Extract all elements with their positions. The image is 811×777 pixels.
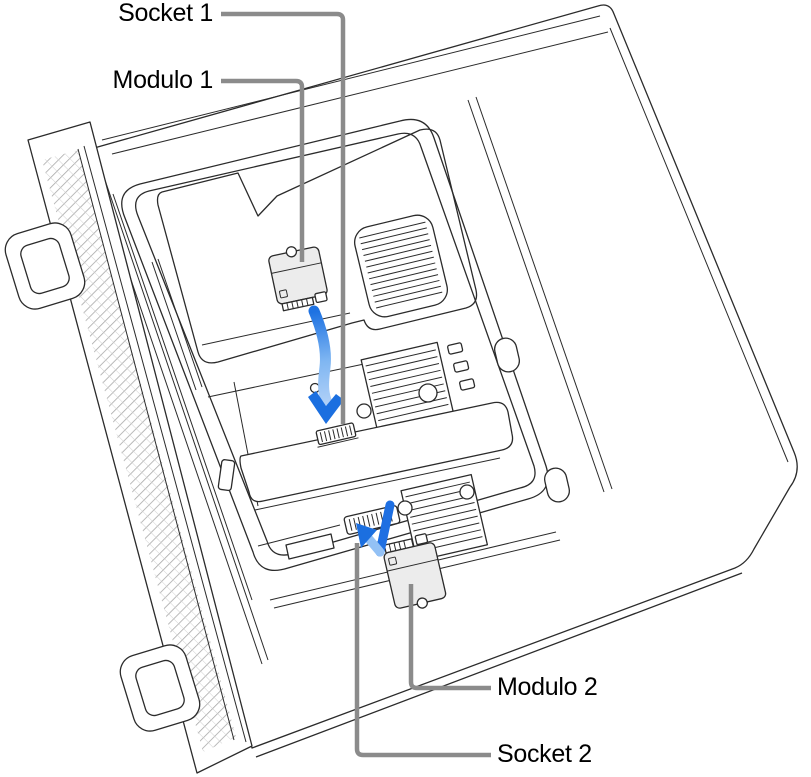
module-1: [268, 246, 328, 312]
socket-1: [315, 422, 359, 448]
screw-circle: [309, 382, 321, 394]
socket-1-label: Socket 1: [118, 0, 213, 27]
callout-line-socket-2: [354, 543, 491, 758]
connector-pad: [459, 378, 476, 391]
arrowhead-up-left: [356, 523, 377, 548]
handle-top: [4, 222, 86, 310]
connector-pad: [453, 360, 470, 373]
standoff-circle: [356, 403, 372, 419]
standoff-circle: [397, 500, 413, 516]
interior: [97, 128, 570, 665]
callout-line-socket-1: [221, 11, 346, 424]
arrowhead-down: [308, 391, 344, 424]
module-2-label: Modulo 2: [497, 673, 598, 701]
standoff-circle: [459, 484, 475, 500]
support-bar: [239, 401, 514, 511]
insert-arrow-1: [308, 305, 344, 424]
oval-cutout: [494, 337, 520, 373]
callout-line-module-2: [408, 584, 491, 691]
callout-line-module-1: [221, 78, 305, 262]
socket-2-label: Socket 2: [497, 740, 592, 768]
oval-cutout: [544, 467, 570, 503]
handle-bottom: [119, 644, 201, 732]
module-1-label: Modulo 1: [112, 66, 214, 94]
insert-arrow-2: [356, 500, 395, 557]
connector-pad: [447, 342, 464, 355]
module-2: [383, 533, 447, 609]
vent-grille: [354, 214, 448, 318]
standoff-circle: [418, 383, 438, 403]
